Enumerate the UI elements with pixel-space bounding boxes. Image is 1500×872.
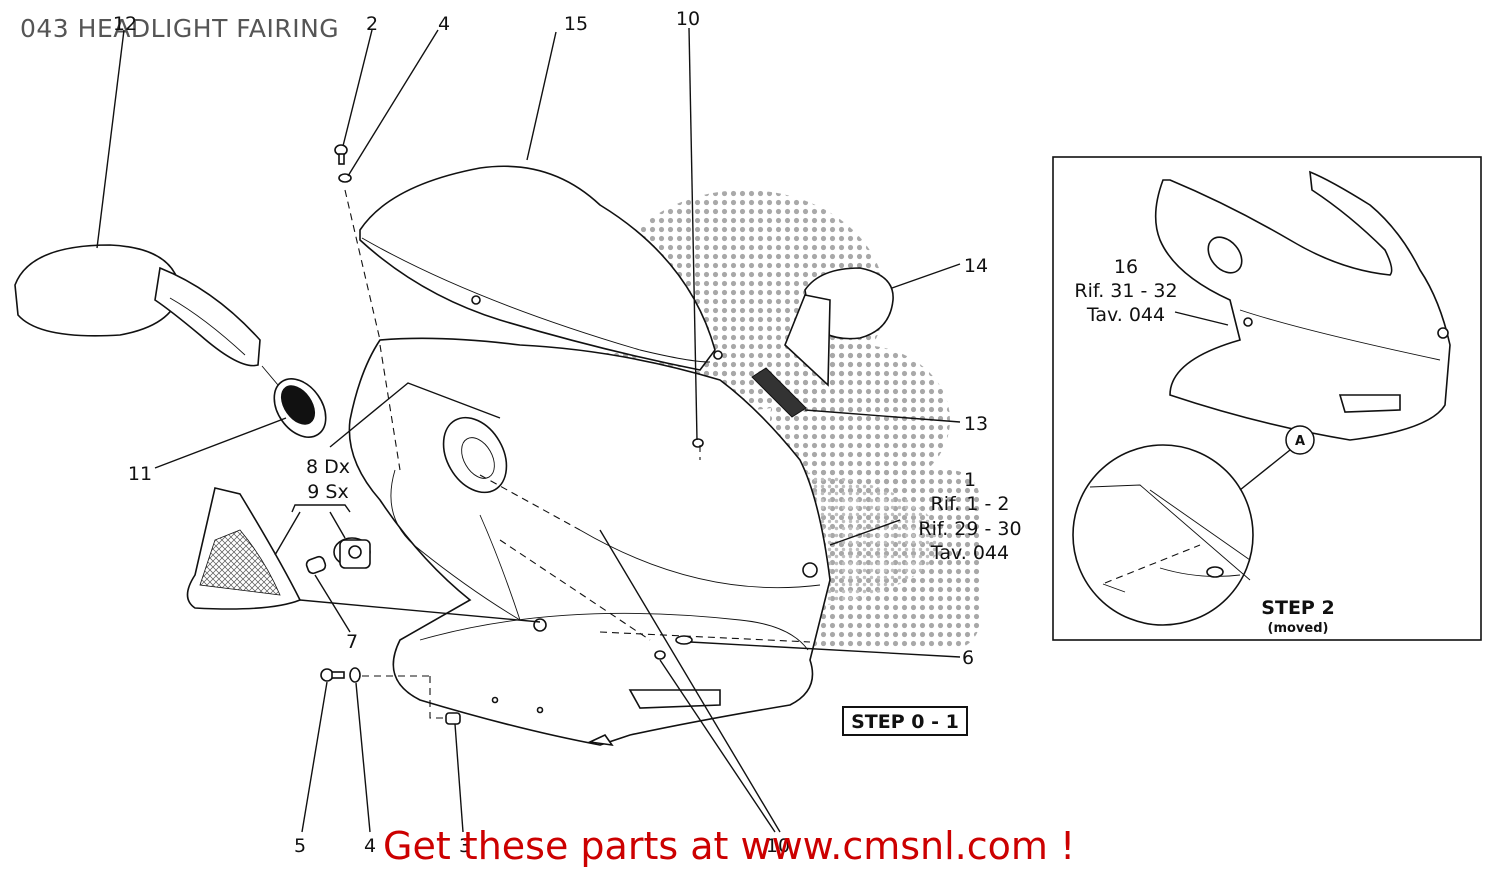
- callout-1: 1: [964, 469, 976, 491]
- callout-8: 8 Dx: [306, 456, 350, 478]
- turn-indicator-part: [186, 487, 302, 610]
- step2-sublabel: (moved): [1268, 621, 1329, 636]
- leader-lines: [96, 27, 961, 833]
- inset-fairing-part: [1154, 170, 1451, 441]
- windscreen-part: [359, 165, 723, 373]
- washer-4-bottom-part: [349, 667, 361, 683]
- callout-16-ref-1: Rif. 31 - 32: [1074, 280, 1177, 302]
- callout-11: 11: [128, 463, 152, 485]
- callout-2: 2: [366, 13, 378, 35]
- callout-10-bottom: 10: [766, 835, 790, 857]
- callout-6: 6: [962, 647, 974, 669]
- bulb-part: [305, 555, 327, 575]
- callout-9: 9 Sx: [307, 481, 348, 503]
- callout-16-ref-2: Tav. 044: [1086, 304, 1165, 326]
- screw-5-part: [320, 668, 345, 682]
- callout-3: 3: [459, 835, 471, 857]
- callout-1-ref-2: Rif. 29 - 30: [918, 518, 1021, 540]
- mirror-right-part: [784, 267, 894, 387]
- callout-4-top: 4: [438, 13, 450, 35]
- callout-15: 15: [564, 13, 588, 35]
- fastener-3-part: [445, 712, 461, 725]
- mirror-left-part: [14, 244, 261, 367]
- page-title: 043 HEADLIGHT FAIRING: [20, 14, 340, 43]
- step-main-box: STEP 0 - 1: [842, 706, 968, 736]
- callout-5: 5: [294, 835, 306, 857]
- callout-1-ref-3: Tav. 044: [930, 542, 1009, 564]
- strip-13-part: [751, 367, 807, 418]
- callout-14: 14: [964, 255, 988, 277]
- callout-1-ref-1: Rif. 1 - 2: [931, 493, 1010, 515]
- step2-label: STEP 2: [1261, 597, 1334, 619]
- mirror-gasket-part: [261, 365, 327, 438]
- screw-10-part: [654, 438, 704, 660]
- callout-16: 16: [1114, 256, 1138, 278]
- inset-marker-a: A: [1295, 434, 1305, 449]
- callout-13: 13: [964, 413, 988, 435]
- detail-zoom-circle: [1072, 444, 1254, 626]
- inner-bracket-part: [390, 469, 521, 621]
- bulb-holder-part: [333, 537, 371, 569]
- step-main-label: STEP 0 - 1: [851, 711, 959, 733]
- callout-12: 12: [113, 13, 137, 35]
- callout-7: 7: [346, 631, 358, 653]
- promo-link[interactable]: Get these parts at www.cmsnl.com !: [383, 824, 1076, 868]
- screw-2-part: [334, 144, 348, 165]
- callout-10-top: 10: [676, 8, 700, 30]
- step2-inset-panel: A STEP 2 (moved) 16 Rif. 31 - 32 Tav. 04…: [1052, 156, 1482, 641]
- assembly-lines: [344, 189, 811, 719]
- callout-4-bottom: 4: [364, 835, 376, 857]
